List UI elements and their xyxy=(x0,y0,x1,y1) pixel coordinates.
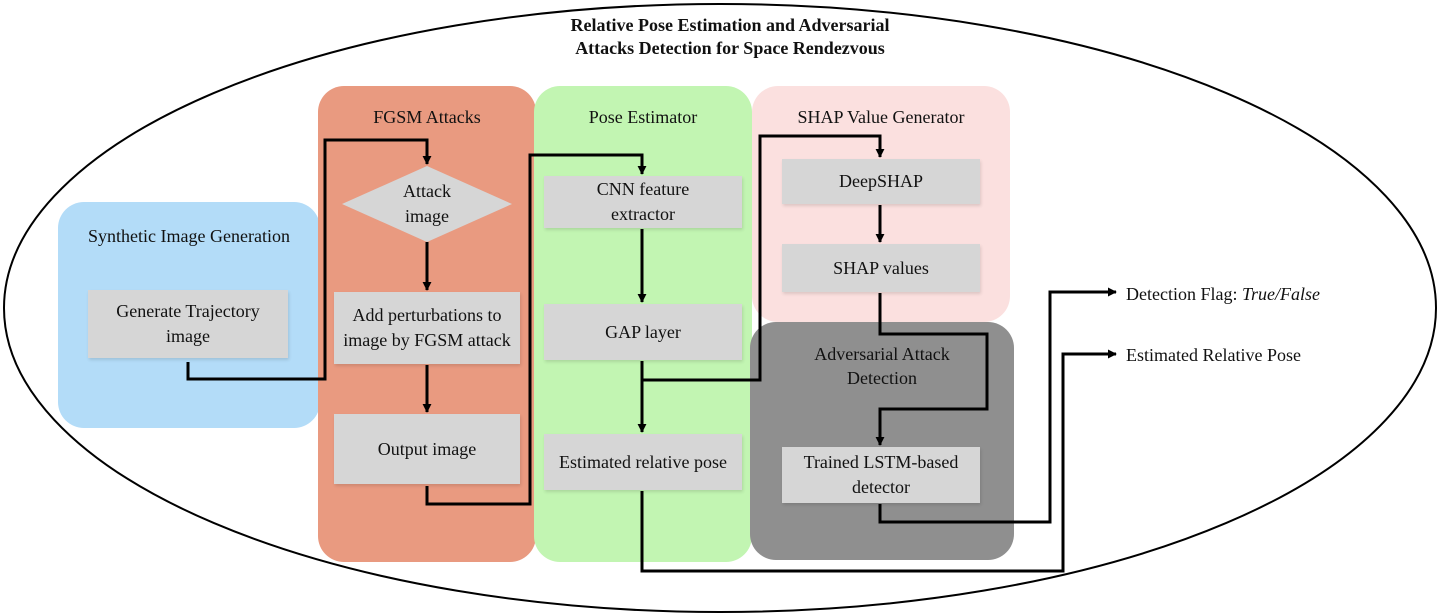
outer-ellipse xyxy=(3,3,1437,613)
estimated-relative-pose-box: Estimated relative pose xyxy=(544,434,742,490)
shap-values-box: SHAP values xyxy=(782,244,980,292)
deepshap-box: DeepSHAP xyxy=(782,159,980,204)
title-line-2: Attacks Detection for Space Rendezvous xyxy=(575,38,885,58)
perturbation-box: Add perturbations to image by FGSM attac… xyxy=(334,292,520,364)
detection-flag-output: Detection Flag: True/False xyxy=(1126,283,1320,305)
arrow-estimated-to-pose-output xyxy=(640,349,1117,573)
estimated-pose-output: Estimated Relative Pose xyxy=(1126,345,1301,365)
fgsm-panel-title: FGSM Attacks xyxy=(373,107,481,127)
gap-layer-box: GAP layer xyxy=(544,304,742,360)
output-image-box: Output image xyxy=(334,414,520,484)
diagram-title: Relative Pose Estimation and Adversarial… xyxy=(490,14,970,60)
lstm-detector-box: Trained LSTM-based detector xyxy=(782,447,980,503)
arrow-lstm-to-flag xyxy=(878,287,1117,524)
generate-trajectory-box: Generate Trajectory image xyxy=(88,290,288,358)
shap-panel-title: SHAP Value Generator xyxy=(797,107,965,127)
detection-flag-value: True/False xyxy=(1241,284,1320,304)
cnn-extractor-box: CNN feature extractor xyxy=(544,176,742,228)
attack-image-label: Attack image xyxy=(403,181,451,226)
synthetic-panel-title: Synthetic Image Generation xyxy=(88,226,290,246)
arrow-output-to-cnn xyxy=(425,153,647,506)
attack-image-diamond xyxy=(342,166,512,242)
arrow-gap-to-deepshap xyxy=(642,134,885,382)
detection-flag-label: Detection Flag: xyxy=(1126,284,1242,304)
detection-panel-title: Adversarial Attack Detection xyxy=(814,344,950,388)
pose-panel-title: Pose Estimator xyxy=(588,107,698,127)
arrow-generate-to-attack xyxy=(186,138,432,381)
title-line-1: Relative Pose Estimation and Adversarial xyxy=(570,15,890,35)
arrow-values-to-lstm xyxy=(875,293,989,446)
